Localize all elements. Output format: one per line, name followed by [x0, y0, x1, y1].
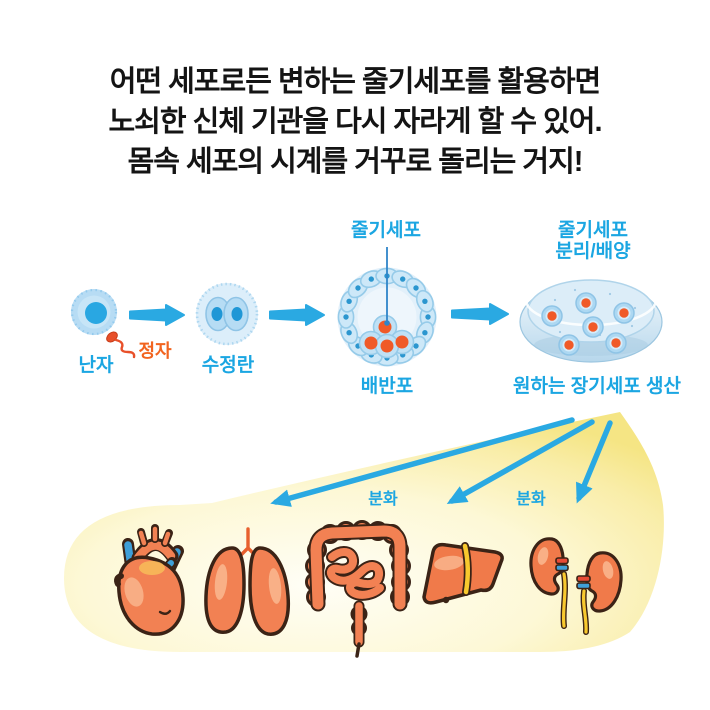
- egg-label: 난자: [78, 355, 114, 376]
- headline: 어떤 세포로든 변하는 줄기세포를 활용하면 노쇠한 신체 기관을 다시 자라게…: [0, 62, 710, 182]
- flow-arrow-2: [269, 304, 325, 326]
- petri-dish-icon: [519, 273, 663, 363]
- flow-arrows: [129, 303, 509, 326]
- headline-line-1: 어떤 세포로든 변하는 줄기세포를 활용하면: [109, 66, 601, 98]
- dish-label-line-2: 분리/배양: [555, 241, 631, 262]
- zygote-icon: [195, 282, 259, 346]
- cultured-stem-cells: [541, 292, 635, 356]
- dish-label-line-1: 줄기세포: [558, 220, 628, 241]
- flow-arrow-3: [451, 303, 509, 325]
- differentiation-arrow-right: [576, 420, 613, 504]
- differentiation-arrow-left: [270, 417, 575, 507]
- zygote-label: 수정란: [201, 355, 255, 376]
- kidneys-icon: [529, 537, 623, 635]
- headline-line-2: 노쇠한 신체 기관을 다시 자라게 할 수 있어.: [108, 106, 602, 138]
- blastocyst-icon: [337, 247, 437, 367]
- blastocyst-label: 배반포: [360, 376, 414, 397]
- liver-icon: [422, 542, 504, 605]
- headline-line-3: 몸속 세포의 시계를 거꾸로 돌리는 거지!: [127, 146, 584, 178]
- differentiation-arrows: [270, 417, 613, 507]
- dish-label: 줄기세포 분리/배양: [555, 220, 630, 262]
- stem-cell-pointer-line: [384, 247, 390, 326]
- differentiation-arrow-middle: [446, 419, 595, 504]
- dish-caption: 원하는 장기세포 생산: [513, 376, 681, 397]
- sperm-label: 정자: [138, 341, 172, 361]
- heart-icon: [114, 524, 185, 636]
- inner-cell-mass: [358, 314, 415, 359]
- lungs-icon: [204, 527, 291, 636]
- egg-cell-icon: [70, 288, 118, 336]
- stem-cell-label: 줄기세포: [351, 220, 421, 241]
- flow-arrow-1: [129, 304, 185, 326]
- intestines-icon: [305, 520, 411, 658]
- differentiation-label-2: 분화: [516, 491, 546, 508]
- sperm-icon: [106, 331, 136, 359]
- differentiation-label-1: 분화: [368, 491, 398, 508]
